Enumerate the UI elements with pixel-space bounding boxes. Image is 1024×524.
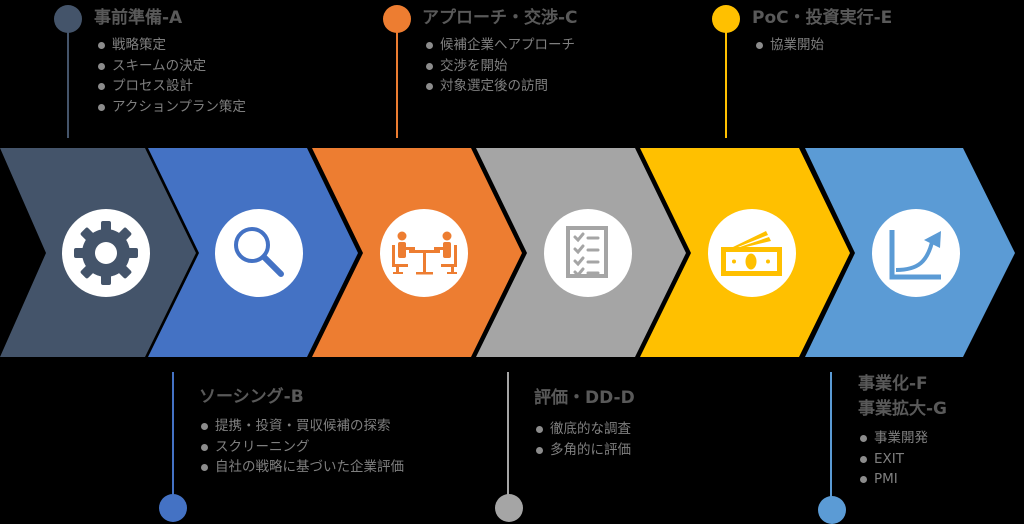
meeting-icon bbox=[380, 209, 468, 297]
stage-fg-label: 事業化-F 事業拡大-G 事業開発 EXIT PMI bbox=[858, 374, 947, 490]
stage-a-label: 事前準備-A 戦略策定 スキームの決定 プロセス設計 アクションプラン策定 bbox=[94, 8, 246, 117]
stage-f-title: 事業化-F bbox=[858, 374, 928, 394]
stage-c-items: 候補企業へアプローチ 交渉を開始 対象選定後の訪問 bbox=[424, 35, 578, 97]
list-item: 提携・投資・買収候補の探索 bbox=[199, 416, 404, 437]
dot-e bbox=[712, 5, 740, 33]
stage-a-title: 事前準備-A bbox=[94, 8, 183, 28]
list-item: アクションプラン策定 bbox=[96, 97, 246, 118]
stage-d-label: 評価・DD-D 徹底的な調査 多角的に評価 bbox=[534, 388, 635, 460]
growth-chart-icon bbox=[872, 209, 960, 297]
checklist-icon bbox=[544, 209, 632, 297]
list-item: PMI bbox=[858, 469, 947, 490]
stage-a-items: 戦略策定 スキームの決定 プロセス設計 アクションプラン策定 bbox=[96, 35, 246, 117]
stage-d-title: 評価・DD-D bbox=[534, 388, 635, 408]
list-item: 対象選定後の訪問 bbox=[424, 76, 578, 97]
stage-b-title: ソーシング-B bbox=[199, 387, 304, 407]
list-item: プロセス設計 bbox=[96, 76, 246, 97]
dot-c bbox=[383, 5, 411, 33]
list-item: 交渉を開始 bbox=[424, 56, 578, 77]
stage-e-label: PoC・投資実行-E 協業開始 bbox=[752, 8, 892, 56]
stage-e-title: PoC・投資実行-E bbox=[752, 8, 893, 28]
stage-d-items: 徹底的な調査 多角的に評価 bbox=[534, 419, 635, 460]
list-item: 事業開発 bbox=[858, 428, 947, 449]
stage-c-title: アプローチ・交渉-C bbox=[422, 8, 578, 28]
list-item: スキームの決定 bbox=[96, 56, 246, 77]
list-item: 徹底的な調査 bbox=[534, 419, 635, 440]
list-item: 自社の戦略に基づいた企業評価 bbox=[199, 457, 404, 478]
stage-g-title: 事業拡大-G bbox=[858, 399, 948, 419]
money-icon bbox=[708, 209, 796, 297]
list-item: 多角的に評価 bbox=[534, 440, 635, 461]
stage-b-label: ソーシング-B 提携・投資・買収候補の探索 スクリーニング 自社の戦略に基づいた… bbox=[199, 387, 404, 478]
dot-fg bbox=[818, 496, 846, 524]
gear-icon bbox=[62, 209, 150, 297]
dot-b bbox=[159, 494, 187, 522]
stage-fg-items: 事業開発 EXIT PMI bbox=[858, 428, 947, 490]
stage-e-items: 協業開始 bbox=[754, 35, 892, 56]
dot-d bbox=[495, 494, 523, 522]
list-item: 協業開始 bbox=[754, 35, 892, 56]
list-item: スクリーニング bbox=[199, 437, 404, 458]
magnifier-icon bbox=[215, 209, 303, 297]
dot-a bbox=[54, 5, 82, 33]
stage-c-label: アプローチ・交渉-C 候補企業へアプローチ 交渉を開始 対象選定後の訪問 bbox=[422, 8, 578, 97]
list-item: 候補企業へアプローチ bbox=[424, 35, 578, 56]
stage-b-items: 提携・投資・買収候補の探索 スクリーニング 自社の戦略に基づいた企業評価 bbox=[199, 416, 404, 478]
list-item: EXIT bbox=[858, 449, 947, 470]
list-item: 戦略策定 bbox=[96, 35, 246, 56]
